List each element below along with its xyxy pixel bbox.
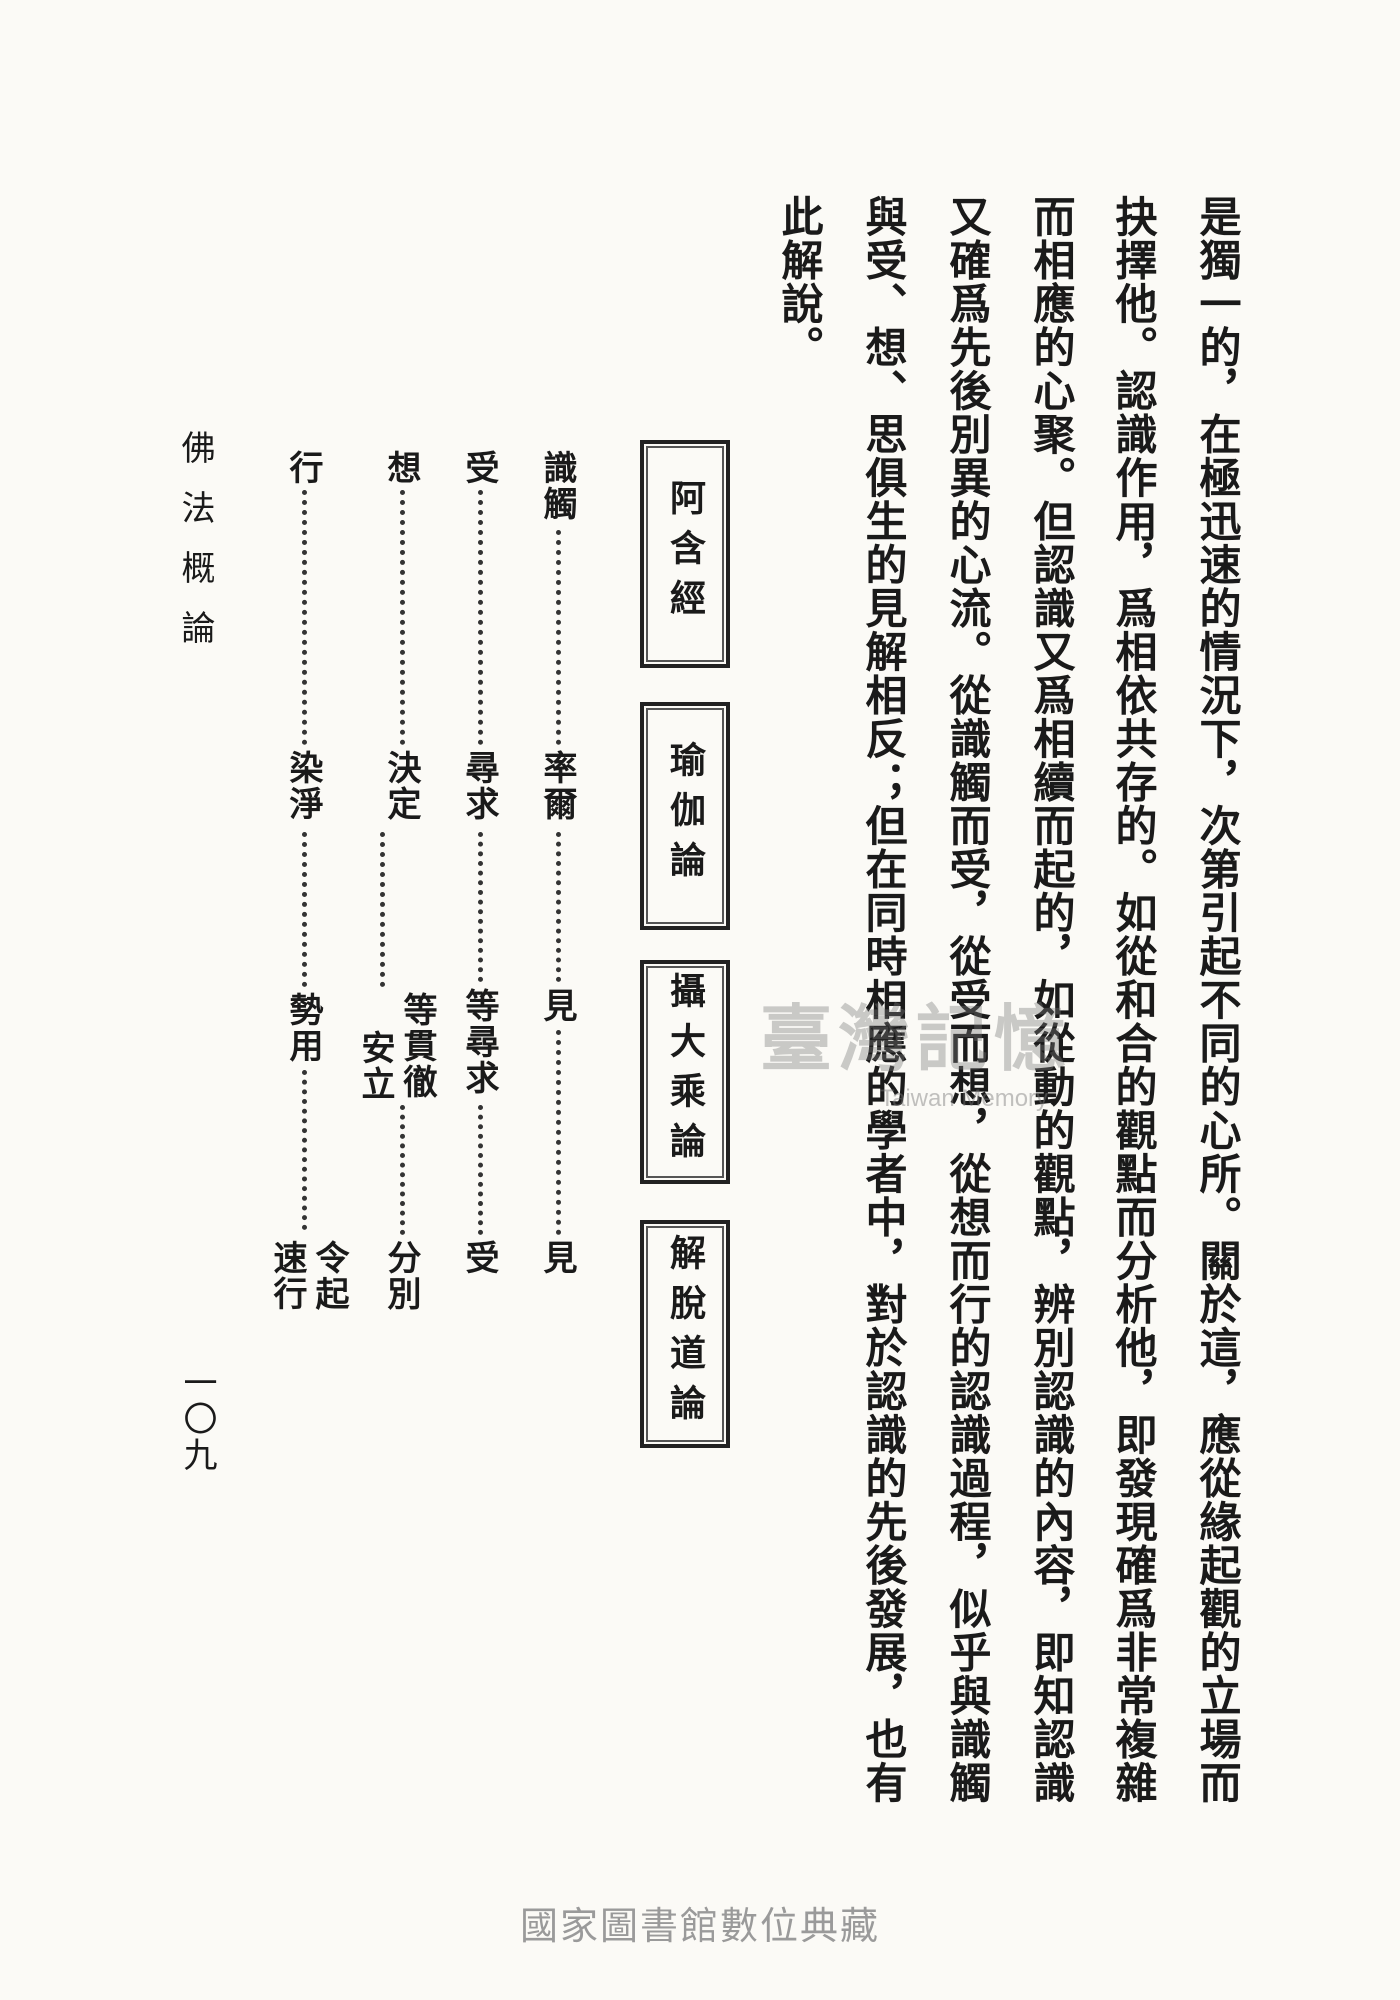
dotted-leader [556,530,561,745]
dotted-leader [380,832,385,987]
cell-perception-penetration: 等貫徹 [397,992,437,1100]
running-head: 佛法概論 [175,430,215,670]
cell-perception-discrimination: 分別 [381,1240,421,1312]
archive-footer: 國家圖書館數位典藏 [519,1904,880,1948]
cell-feeling-seeking: 尋求 [459,750,499,822]
body-text-column-2: 抉擇他。認識作用，爲相依共存的。如從和合的觀點而分析他，即發現確爲非常複雜 [1109,195,1158,1805]
dotted-leader [478,490,483,745]
cell-perception-establish: 安立 [355,1030,395,1102]
row-label-contact: 識觸 [537,450,577,522]
body-text-column-1: 是獨一的，在極迅速的情況下，次第引起不同的心所。關於這，應從緣起觀的立場而 [1193,195,1242,1805]
page-number: 一〇九 [177,1365,217,1473]
row-label-feeling: 受 [459,450,499,486]
dotted-leader [400,1105,405,1235]
cell-formation-arousing: 令起 [309,1240,349,1312]
table-header-agama: 阿含經 [640,440,730,668]
dotted-leader [556,1030,561,1235]
body-text-column-3: 而相應的心聚。但認識又爲相續而起的，如從動的觀點，辨別認識的內容，即知認識 [1027,195,1076,1805]
cell-contact-sudden: 率爾 [537,750,577,822]
cell-contact-seeing-2: 見 [537,1240,577,1276]
watermark-english: Taiwan Memory [880,1085,1049,1112]
cell-formation-javana: 速行 [267,1240,307,1312]
dotted-leader [478,832,483,982]
cell-contact-seeing-1: 見 [537,988,577,1024]
dotted-leader [556,832,561,982]
table-header-vimuttimagga: 解脫道論 [640,1220,730,1448]
body-text-column-6: 此解說。 [775,195,824,369]
cell-feeling-receiving: 受 [459,1240,499,1276]
body-text-column-5: 與受、想、思俱生的見解相反；但在同時相應的學者中，對於認識的先後發展，也有 [859,195,908,1805]
dotted-leader [302,832,307,987]
dotted-leader [302,1070,307,1230]
row-label-perception: 想 [381,450,421,486]
row-label-formation: 行 [283,450,323,486]
cell-feeling-equal-seeking: 等尋求 [459,988,499,1096]
table-header-yogacara: 瑜伽論 [640,702,730,930]
watermark-logo: 臺灣記憶 [760,996,1073,1081]
dotted-leader [400,490,405,745]
cell-formation-defiled-pure: 染淨 [283,750,323,822]
table-header-mahayana-samgraha: 攝大乘論 [640,960,730,1184]
cell-perception-decision: 決定 [381,750,421,822]
dotted-leader [302,490,307,745]
dotted-leader [478,1105,483,1235]
body-text-column-4: 又確爲先後別異的心流。從識觸而受，從受而想，從想而行的認識過程，似乎與識觸 [943,195,992,1805]
cell-formation-function: 勢用 [283,992,323,1064]
